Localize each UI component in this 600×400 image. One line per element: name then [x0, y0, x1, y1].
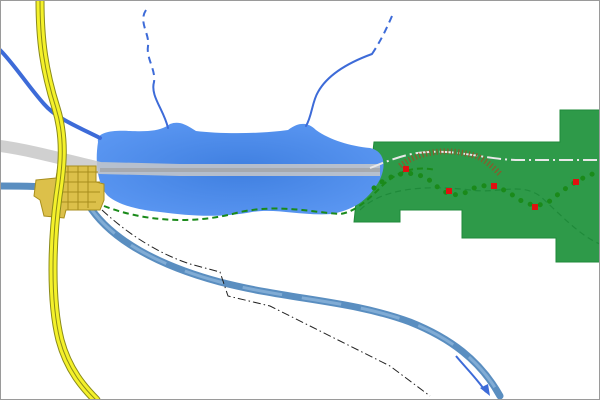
poi-marker[interactable]	[403, 166, 409, 172]
stream-northwest	[0, 48, 102, 140]
town	[33, 165, 105, 219]
flow-arrow-head	[480, 384, 490, 396]
poi-marker[interactable]	[573, 179, 579, 185]
trail-dotted	[371, 169, 600, 208]
town-streets	[58, 166, 100, 210]
cliff-line	[398, 148, 503, 177]
streams	[0, 9, 393, 140]
poi-markers	[403, 166, 579, 210]
stream-north-dashed	[142, 9, 156, 83]
cliff	[398, 148, 503, 177]
stream-north	[152, 81, 169, 129]
administrative-boundary	[101, 209, 431, 397]
stream-northeast-dashed	[371, 15, 393, 55]
canal-main-highlight	[86, 203, 502, 397]
stream-northeast	[305, 53, 373, 127]
poi-marker[interactable]	[446, 188, 452, 194]
highway-centerline	[39, 0, 97, 400]
highway	[35, 0, 101, 400]
forest-inner-dashed	[359, 187, 600, 245]
poi-marker[interactable]	[491, 183, 497, 189]
poi-marker[interactable]	[532, 204, 538, 210]
forest-road	[369, 150, 600, 169]
forest-road-line	[369, 150, 600, 169]
